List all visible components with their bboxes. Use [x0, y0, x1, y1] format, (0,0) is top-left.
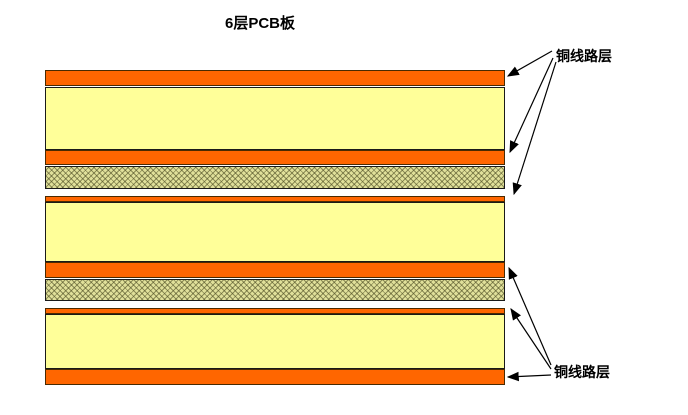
copper-layer-4 — [45, 262, 505, 278]
core-layer-2 — [45, 202, 505, 262]
copper-layer-2 — [45, 150, 505, 165]
prepreg-layer-1 — [45, 166, 505, 189]
copper-layer-5 — [45, 308, 505, 314]
copper-layer-1 — [45, 70, 505, 86]
arrow-to-copper-6 — [506, 371, 552, 382]
copper-layer-6 — [45, 369, 505, 385]
arrow-to-copper-5 — [510, 308, 552, 370]
diagram-title: 6层PCB板 — [224, 15, 295, 32]
prepreg-layer-2 — [45, 279, 505, 301]
arrow-to-copper-3 — [512, 61, 557, 196]
arrow-to-copper-2 — [509, 57, 554, 154]
copper-layer-3 — [45, 196, 505, 202]
arrow-to-copper-4 — [508, 266, 552, 366]
core-layer-1 — [45, 87, 505, 150]
copper-layers-label-top: 铜线路层 — [556, 48, 612, 64]
copper-layers-label-bottom: 铜线路层 — [554, 364, 610, 380]
arrow-to-copper-1 — [506, 50, 553, 77]
core-layer-3 — [45, 314, 505, 369]
